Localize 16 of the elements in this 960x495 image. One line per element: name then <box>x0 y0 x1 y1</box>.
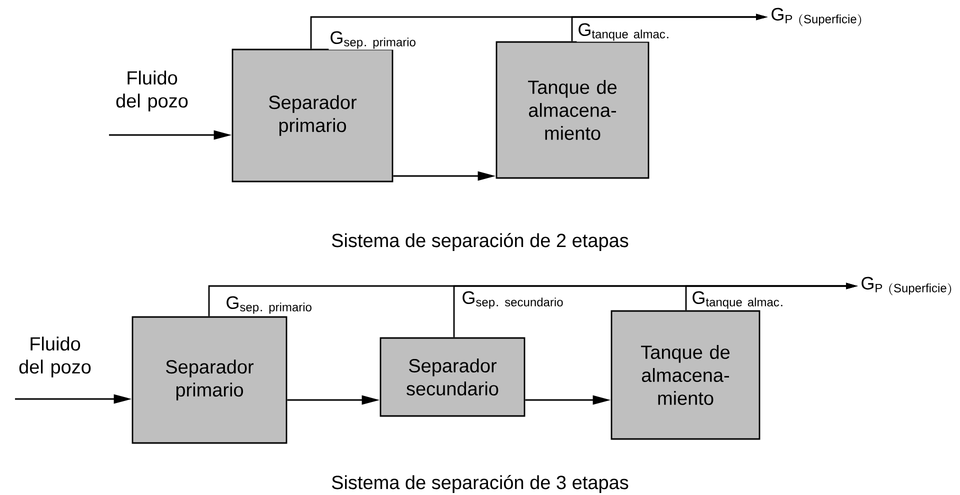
edge-label: $\mathrm{G}_{\mathrm{sep.\ secundario}}$ <box>460 290 566 310</box>
process-box: Separador secundario <box>380 337 526 417</box>
caption: Sistema de separación de 2 etapas <box>332 233 628 251</box>
caption: Sistema de separación de 3 etapas <box>332 475 628 493</box>
output-label: $\mathrm{G}_{\mathrm{P\ (Superficie)}}$ <box>772 8 862 26</box>
process-box: Tanque de almacena- miento <box>610 310 760 440</box>
process-box: Separador primario <box>232 48 394 182</box>
output-label: $\mathrm{G}_{\mathrm{P\ (Superficie)}}$ <box>862 276 952 296</box>
inlet-label: Fluido del pozo <box>19 336 91 378</box>
edge-label: $\mathrm{G}_{\mathrm{sep.\ primario}}$ <box>328 30 418 50</box>
edge-label: $\mathrm{G}_{\mathrm{tanque\ almac.}}$ <box>690 290 786 310</box>
edge-label: $\mathrm{G}_{\mathrm{tanque\ almac.}}$ <box>576 22 672 42</box>
process-box: Separador primario <box>132 316 288 444</box>
process-box: Tanque de almacena- miento <box>496 41 650 179</box>
inlet-label: Fluido del pozo <box>116 70 188 112</box>
edge-label: $\mathrm{G}_{\mathrm{sep.\ primario}}$ <box>224 295 314 315</box>
